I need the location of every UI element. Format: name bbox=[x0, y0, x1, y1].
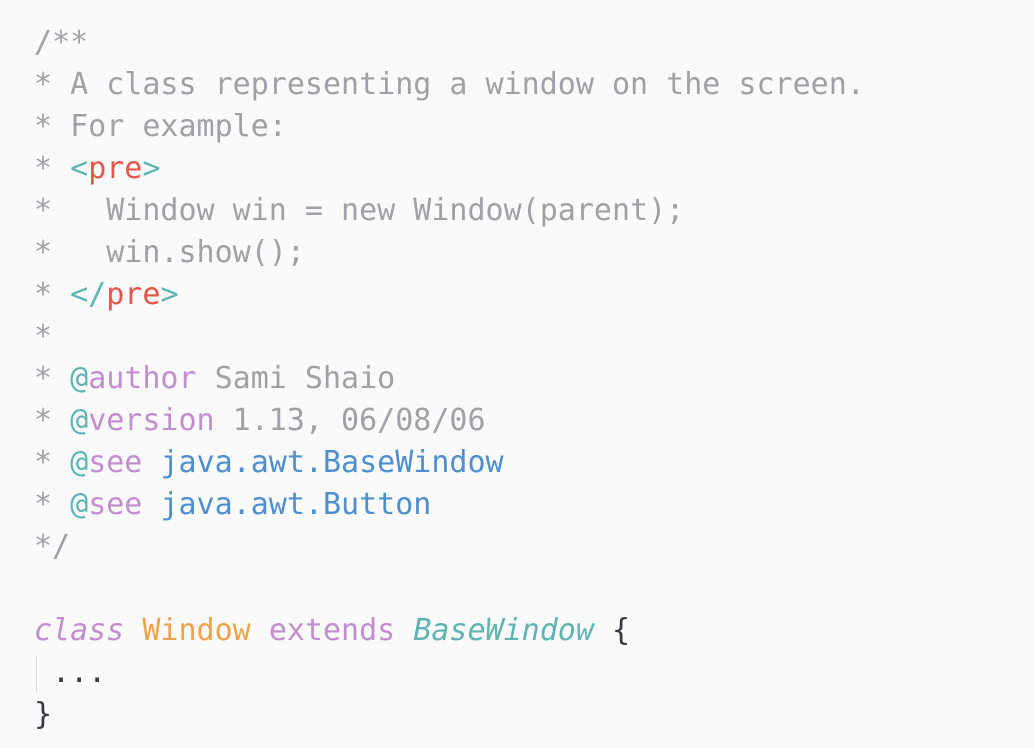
comment-star: * bbox=[34, 361, 71, 396]
html-tag-bracket: > bbox=[160, 277, 179, 312]
comment-star: * bbox=[34, 445, 71, 480]
html-tag-bracket: > bbox=[142, 151, 161, 186]
comment-text: * A class representing a window on the s… bbox=[34, 67, 865, 102]
code-line-9: * @author Sami Shaio bbox=[34, 358, 1034, 400]
comment-star: * bbox=[34, 403, 71, 438]
html-tag-bracket: < bbox=[70, 151, 89, 186]
doc-tag-value: 1.13, 06/08/06 bbox=[214, 403, 486, 438]
html-tag-name: pre bbox=[88, 151, 143, 186]
code-line-14 bbox=[34, 568, 1034, 610]
indent-guide bbox=[36, 656, 37, 692]
code-line-7: * </pre> bbox=[34, 274, 1034, 316]
brace-open: { bbox=[612, 613, 631, 648]
code-line-5: * Window win = new Window(parent); bbox=[34, 190, 1034, 232]
doc-tag-at: @ bbox=[70, 487, 89, 522]
doc-tag-see: see bbox=[88, 445, 143, 480]
comment-text: * For example: bbox=[34, 109, 287, 144]
doc-tag-version: version bbox=[88, 403, 215, 438]
html-tag-name: pre bbox=[106, 277, 161, 312]
keyword-class: class bbox=[34, 613, 125, 648]
comment-close: */ bbox=[34, 529, 71, 564]
comment-text: * Window win = new Window(parent); bbox=[34, 193, 685, 228]
doc-tag-at: @ bbox=[70, 403, 89, 438]
code-line-3: * For example: bbox=[34, 106, 1034, 148]
space bbox=[142, 487, 160, 522]
doc-tag-author: author bbox=[88, 361, 197, 396]
superclass-name: BaseWindow bbox=[413, 613, 594, 648]
code-line-4: * <pre> bbox=[34, 148, 1034, 190]
code-line-8: * bbox=[34, 316, 1034, 358]
html-tag-bracket: </ bbox=[70, 277, 107, 312]
comment-open: /** bbox=[34, 25, 89, 60]
doc-link[interactable]: java.awt.BaseWindow bbox=[160, 445, 504, 480]
comment-star: * bbox=[34, 151, 71, 186]
code-line-10: * @version 1.13, 06/08/06 bbox=[34, 400, 1034, 442]
keyword-extends: extends bbox=[268, 613, 396, 648]
space bbox=[142, 445, 160, 480]
comment-star: * bbox=[34, 319, 53, 354]
class-name: Window bbox=[142, 613, 251, 648]
doc-tag-see: see bbox=[88, 487, 143, 522]
brace-close: } bbox=[34, 697, 53, 732]
comment-star: * bbox=[34, 487, 71, 522]
code-line-1: /** bbox=[34, 22, 1034, 64]
code-line-12: * @see java.awt.Button bbox=[34, 484, 1034, 526]
doc-link[interactable]: java.awt.Button bbox=[160, 487, 432, 522]
class-body-ellipsis: ... bbox=[34, 655, 107, 690]
doc-tag-at: @ bbox=[70, 361, 89, 396]
code-line-6: * win.show(); bbox=[34, 232, 1034, 274]
doc-tag-at: @ bbox=[70, 445, 89, 480]
code-line-16: ... bbox=[34, 652, 1034, 694]
code-line-13: */ bbox=[34, 526, 1034, 568]
comment-text: * win.show(); bbox=[34, 235, 305, 270]
code-line-17: } bbox=[34, 694, 1034, 736]
doc-tag-value: Sami Shaio bbox=[196, 361, 396, 396]
code-line-15: class Window extends BaseWindow { bbox=[34, 610, 1034, 652]
comment-star: * bbox=[34, 277, 71, 312]
code-line-2: * A class representing a window on the s… bbox=[34, 64, 1034, 106]
code-line-11: * @see java.awt.BaseWindow bbox=[34, 442, 1034, 484]
